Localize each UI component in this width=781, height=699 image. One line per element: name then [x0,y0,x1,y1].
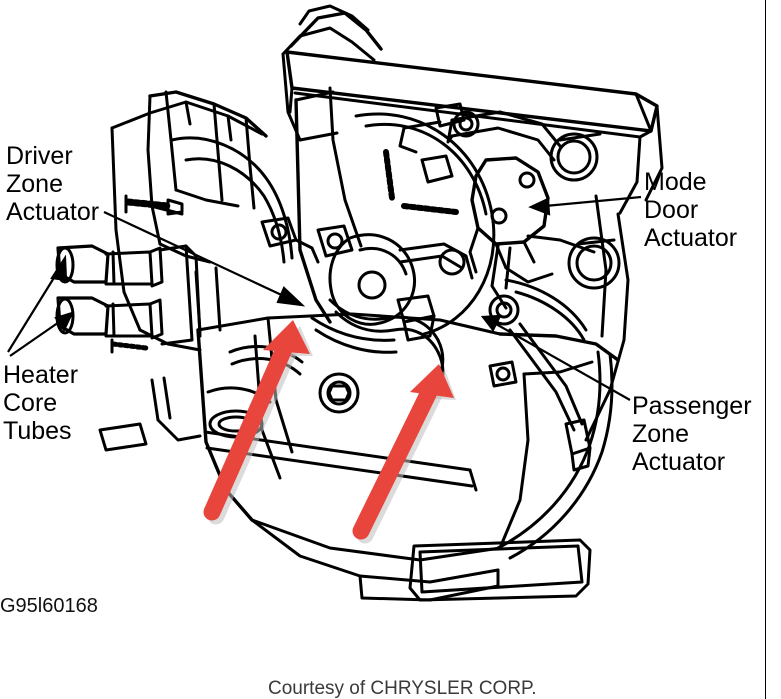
callout-label-driver-zone-actuator: Driver Zone Actuator [6,142,100,226]
page-right-border [765,0,766,699]
leader-driver-zone-actuator [103,211,289,299]
leader-mode-door-actuator [544,195,642,208]
callout-label-passenger-zone-actuator: Passenger Zone Actuator [632,392,752,476]
arrowhead-mode-door-actuator [528,197,551,216]
line-art-group [55,4,664,602]
red-arrow-left [203,320,313,525]
leader-passenger-zone-actuator [495,323,631,401]
red-arrow-right [352,364,456,544]
figure-code-text: G95l60168 [0,595,98,617]
red-annotation-arrows [203,320,456,544]
arrowhead-driver-zone-actuator [276,286,306,307]
callout-label-heater-core-tubes: Heater Core Tubes [3,361,79,445]
callout-label-mode-door-actuator: Mode Door Actuator [644,168,738,252]
callout-leader-lines [7,195,642,401]
arrowhead-heater-core-tubes-upper [50,254,68,282]
courtesy-credit-text: Courtesy of CHRYSLER CORP. [268,678,537,699]
arrowhead-heater-core-tubes-lower [54,311,75,333]
leader-heater-core-tubes-upper [7,267,61,353]
leader-heater-core-tubes-lower [9,319,63,357]
arrowhead-passenger-zone-actuator [480,314,502,333]
